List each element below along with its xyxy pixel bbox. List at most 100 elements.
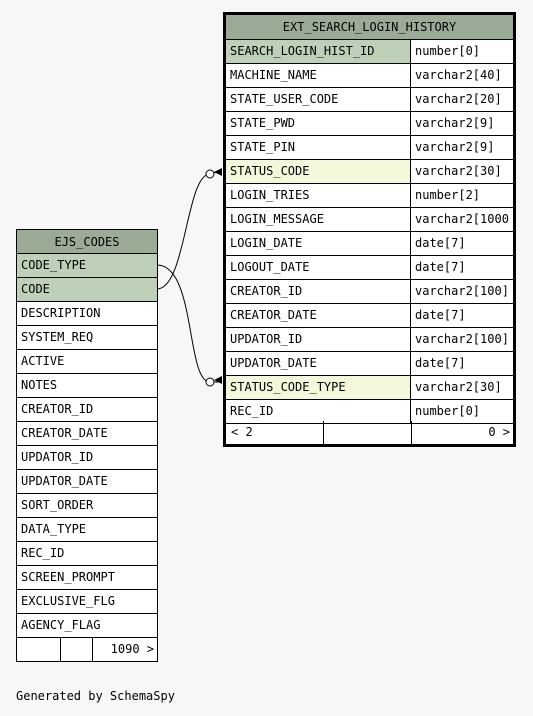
table-row[interactable]: UPDATOR_ID varchar2[100] xyxy=(226,328,513,352)
column-name[interactable]: AGENCY_FLAG xyxy=(21,618,101,632)
column-type: date[7] xyxy=(410,352,513,375)
table-row[interactable]: DATA_TYPE xyxy=(17,518,157,542)
table-row[interactable]: ACTIVE xyxy=(17,350,157,374)
table-row[interactable]: NOTES xyxy=(17,374,157,398)
relationship-crow-foot xyxy=(214,376,222,384)
column-type: varchar2[100] xyxy=(410,328,513,351)
column-name[interactable]: LOGOUT_DATE xyxy=(230,260,310,274)
column-type: varchar2[20] xyxy=(410,88,513,111)
generated-by-label: Generated by SchemaSpy xyxy=(16,689,175,703)
table-row[interactable]: REC_ID xyxy=(17,542,157,566)
footer-right-count: 1090 > xyxy=(110,642,154,656)
column-name[interactable]: REC_ID xyxy=(230,404,274,418)
column-type: varchar2[9] xyxy=(410,136,513,159)
table-footer: < 2 0 > xyxy=(226,421,513,444)
column-name[interactable]: SYSTEM_REQ xyxy=(21,330,94,344)
column-type: varchar2[30] xyxy=(410,160,513,183)
table-row[interactable]: STATE_USER_CODE varchar2[20] xyxy=(226,88,513,112)
column-name[interactable]: REC_ID xyxy=(21,546,65,560)
table-title: EJS_CODES xyxy=(17,230,157,254)
table-row[interactable]: UPDATOR_DATE date[7] xyxy=(226,352,513,376)
relationship-code-to-status-code xyxy=(156,170,221,290)
table-row[interactable]: DESCRIPTION xyxy=(17,302,157,326)
ext-search-login-history-table[interactable]: EXT_SEARCH_LOGIN_HISTORY SEARCH_LOGIN_HI… xyxy=(223,12,516,447)
table-row[interactable]: SCREEN_PROMPT xyxy=(17,566,157,590)
table-row[interactable]: EXCLUSIVE_FLG xyxy=(17,590,157,614)
table-row[interactable]: AGENCY_FLAG xyxy=(17,614,157,638)
footer-middle xyxy=(324,421,412,444)
column-type: date[7] xyxy=(410,256,513,279)
column-name[interactable]: UPDATOR_ID xyxy=(230,332,303,346)
relationship-code-type-to-status-code-type xyxy=(156,264,220,383)
column-name[interactable]: CREATOR_ID xyxy=(21,402,94,416)
column-name[interactable]: CODE xyxy=(17,278,157,301)
table-row[interactable]: LOGOUT_DATE date[7] xyxy=(226,256,513,280)
column-name[interactable]: CREATOR_DATE xyxy=(21,426,108,440)
column-type: varchar2[9] xyxy=(410,112,513,135)
column-name[interactable]: EXCLUSIVE_FLG xyxy=(21,594,115,608)
table-footer: 1090 > xyxy=(17,638,157,661)
table-row[interactable]: MACHINE_NAME varchar2[40] xyxy=(226,64,513,88)
table-row[interactable]: CODE_TYPE xyxy=(17,254,157,278)
table-row[interactable]: SYSTEM_REQ xyxy=(17,326,157,350)
column-type: number[0] xyxy=(410,40,513,63)
table-row[interactable]: STATE_PWD varchar2[9] xyxy=(226,112,513,136)
column-name[interactable]: CREATOR_DATE xyxy=(230,308,317,322)
table-row[interactable]: CREATOR_DATE date[7] xyxy=(226,304,513,328)
footer-right-link[interactable]: 0 > xyxy=(412,421,513,444)
column-name[interactable]: STATE_PIN xyxy=(230,140,296,154)
table-row[interactable]: UPDATOR_DATE xyxy=(17,470,157,494)
table-row[interactable]: CODE xyxy=(17,278,157,302)
table-title: EXT_SEARCH_LOGIN_HISTORY xyxy=(226,15,513,40)
column-name[interactable]: SEARCH_LOGIN_HIST_ID xyxy=(226,40,410,63)
column-type: varchar2[100] xyxy=(410,280,513,303)
column-name[interactable]: LOGIN_MESSAGE xyxy=(230,212,324,226)
column-name[interactable]: SCREEN_PROMPT xyxy=(21,570,115,584)
footer-right-link[interactable]: 1090 > xyxy=(93,638,157,661)
column-name[interactable]: UPDATOR_DATE xyxy=(230,356,317,370)
column-name[interactable]: DATA_TYPE xyxy=(21,522,87,536)
footer-right-count: 0 > xyxy=(488,425,510,439)
column-type: number[2] xyxy=(410,184,513,207)
column-name[interactable]: LOGIN_TRIES xyxy=(230,188,310,202)
table-row[interactable]: REC_ID number[0] xyxy=(226,400,513,424)
column-name[interactable]: STATUS_CODE xyxy=(226,160,410,183)
table-row[interactable]: LOGIN_MESSAGE varchar2[1000 xyxy=(226,208,513,232)
footer-left xyxy=(17,638,61,661)
table-row[interactable]: UPDATOR_ID xyxy=(17,446,157,470)
footer-left-link[interactable]: < 2 xyxy=(226,421,324,444)
relationship-end-circle xyxy=(205,169,215,179)
column-name[interactable]: NOTES xyxy=(21,378,58,392)
table-row[interactable]: CREATOR_ID varchar2[100] xyxy=(226,280,513,304)
column-name[interactable]: MACHINE_NAME xyxy=(230,68,317,82)
table-row[interactable]: CREATOR_DATE xyxy=(17,422,157,446)
footer-left-count: < 2 xyxy=(231,425,253,439)
table-row[interactable]: STATE_PIN varchar2[9] xyxy=(226,136,513,160)
column-type: varchar2[40] xyxy=(410,64,513,87)
relationship-end-circle xyxy=(205,377,215,387)
column-type: number[0] xyxy=(410,400,513,423)
column-name[interactable]: SORT_ORDER xyxy=(21,498,94,512)
column-name[interactable]: STATUS_CODE_TYPE xyxy=(226,376,410,399)
relationship-crow-foot xyxy=(214,168,222,176)
column-name[interactable]: DESCRIPTION xyxy=(21,306,101,320)
column-name[interactable]: CREATOR_ID xyxy=(230,284,303,298)
column-name[interactable]: STATE_USER_CODE xyxy=(230,92,339,106)
column-type: date[7] xyxy=(410,304,513,327)
column-type: varchar2[1000 xyxy=(410,208,513,231)
column-name[interactable]: UPDATOR_DATE xyxy=(21,474,108,488)
column-name[interactable]: LOGIN_DATE xyxy=(230,236,303,250)
column-name[interactable]: STATE_PWD xyxy=(230,116,296,130)
table-row[interactable]: LOGIN_TRIES number[2] xyxy=(226,184,513,208)
column-name[interactable]: UPDATOR_ID xyxy=(21,450,94,464)
column-name[interactable]: CODE_TYPE xyxy=(17,254,157,277)
table-row[interactable]: CREATOR_ID xyxy=(17,398,157,422)
column-name[interactable]: ACTIVE xyxy=(21,354,65,368)
table-row[interactable]: SORT_ORDER xyxy=(17,494,157,518)
